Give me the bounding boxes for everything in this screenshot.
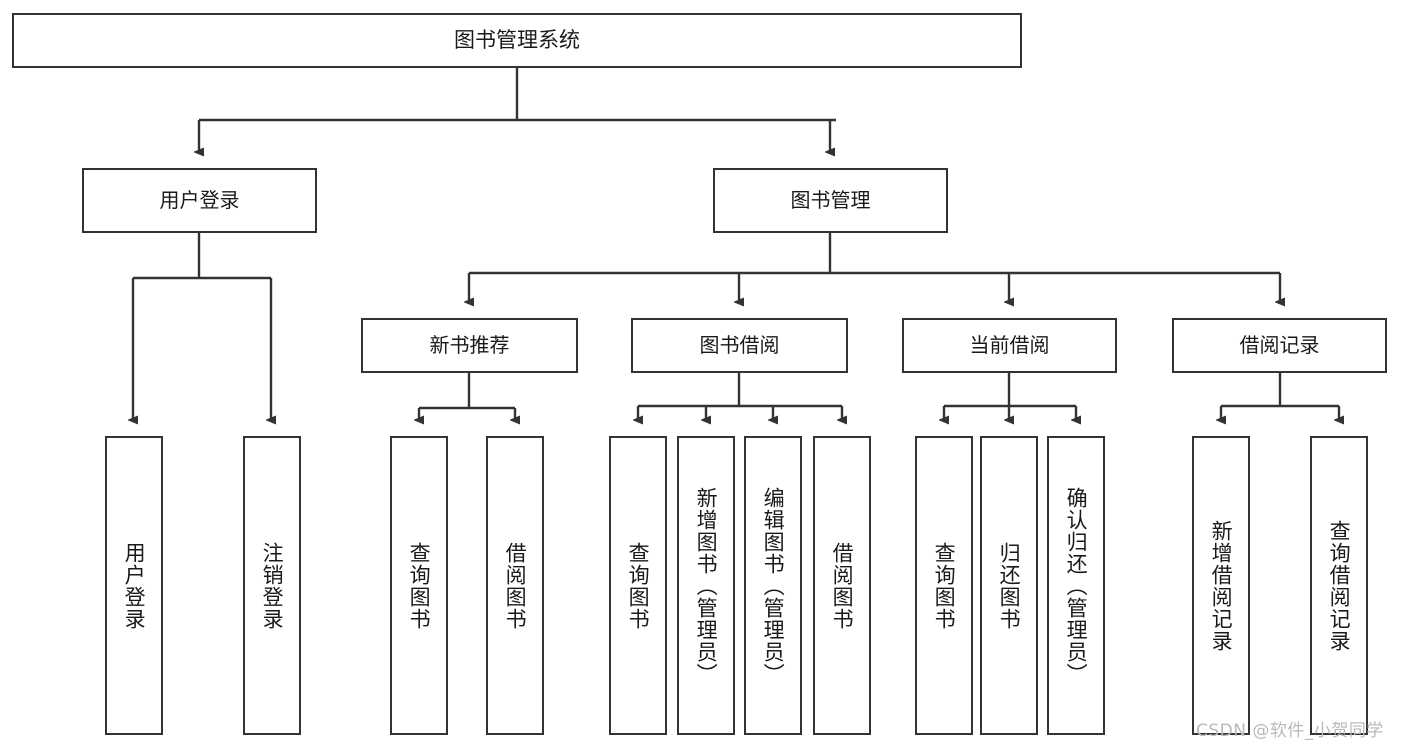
node-label: 编辑图书（管理员） bbox=[761, 486, 786, 685]
node-borrow-record[interactable]: 借阅记录 bbox=[1172, 318, 1387, 373]
leaf-current-confirm-return-admin[interactable]: 确认归还（管理员） bbox=[1047, 436, 1105, 735]
leaf-record-add-record[interactable]: 新增借阅记录 bbox=[1192, 436, 1250, 735]
node-label: 查询图书 bbox=[407, 541, 432, 630]
node-label: 确认归还（管理员） bbox=[1064, 486, 1089, 685]
leaf-borrow-borrow-book[interactable]: 借阅图书 bbox=[813, 436, 871, 735]
node-label: 借阅记录 bbox=[1239, 333, 1320, 357]
leaf-recommend-query-book[interactable]: 查询图书 bbox=[390, 436, 448, 735]
leaf-recommend-borrow-book[interactable]: 借阅图书 bbox=[486, 436, 544, 735]
leaf-record-query-record[interactable]: 查询借阅记录 bbox=[1310, 436, 1368, 735]
leaf-current-query-book[interactable]: 查询图书 bbox=[915, 436, 973, 735]
node-label: 新增借阅记录 bbox=[1209, 519, 1234, 652]
node-label: 用户登录 bbox=[159, 188, 240, 212]
node-label: 借阅图书 bbox=[503, 541, 528, 630]
node-label: 当前借阅 bbox=[969, 333, 1050, 357]
node-book-management[interactable]: 图书管理 bbox=[713, 168, 948, 233]
node-label: 借阅图书 bbox=[830, 541, 855, 630]
node-label: 用户登录 bbox=[122, 541, 147, 630]
node-new-book-recommend[interactable]: 新书推荐 bbox=[361, 318, 578, 373]
leaf-user-login-login[interactable]: 用户登录 bbox=[105, 436, 163, 735]
node-label: 图书管理系统 bbox=[454, 28, 580, 53]
csdn-watermark: CSDN @软件_小贺同学 bbox=[1196, 721, 1384, 741]
node-root-system[interactable]: 图书管理系统 bbox=[12, 13, 1022, 68]
node-label: 查询图书 bbox=[932, 541, 957, 630]
leaf-user-login-logout[interactable]: 注销登录 bbox=[243, 436, 301, 735]
node-label: 注销登录 bbox=[260, 541, 285, 630]
node-label: 新增图书（管理员） bbox=[694, 486, 719, 685]
node-book-borrow[interactable]: 图书借阅 bbox=[631, 318, 848, 373]
leaf-borrow-add-book-admin[interactable]: 新增图书（管理员） bbox=[677, 436, 735, 735]
leaf-borrow-edit-book-admin[interactable]: 编辑图书（管理员） bbox=[744, 436, 802, 735]
leaf-current-return-book[interactable]: 归还图书 bbox=[980, 436, 1038, 735]
node-label: 图书借阅 bbox=[699, 333, 780, 357]
node-label: 查询借阅记录 bbox=[1327, 519, 1352, 652]
node-current-borrow[interactable]: 当前借阅 bbox=[902, 318, 1117, 373]
node-label: 归还图书 bbox=[997, 541, 1022, 630]
node-user-login[interactable]: 用户登录 bbox=[82, 168, 317, 233]
leaf-borrow-query-book[interactable]: 查询图书 bbox=[609, 436, 667, 735]
node-label: 图书管理 bbox=[790, 188, 871, 212]
node-label: 新书推荐 bbox=[429, 333, 510, 357]
node-label: 查询图书 bbox=[626, 541, 651, 630]
